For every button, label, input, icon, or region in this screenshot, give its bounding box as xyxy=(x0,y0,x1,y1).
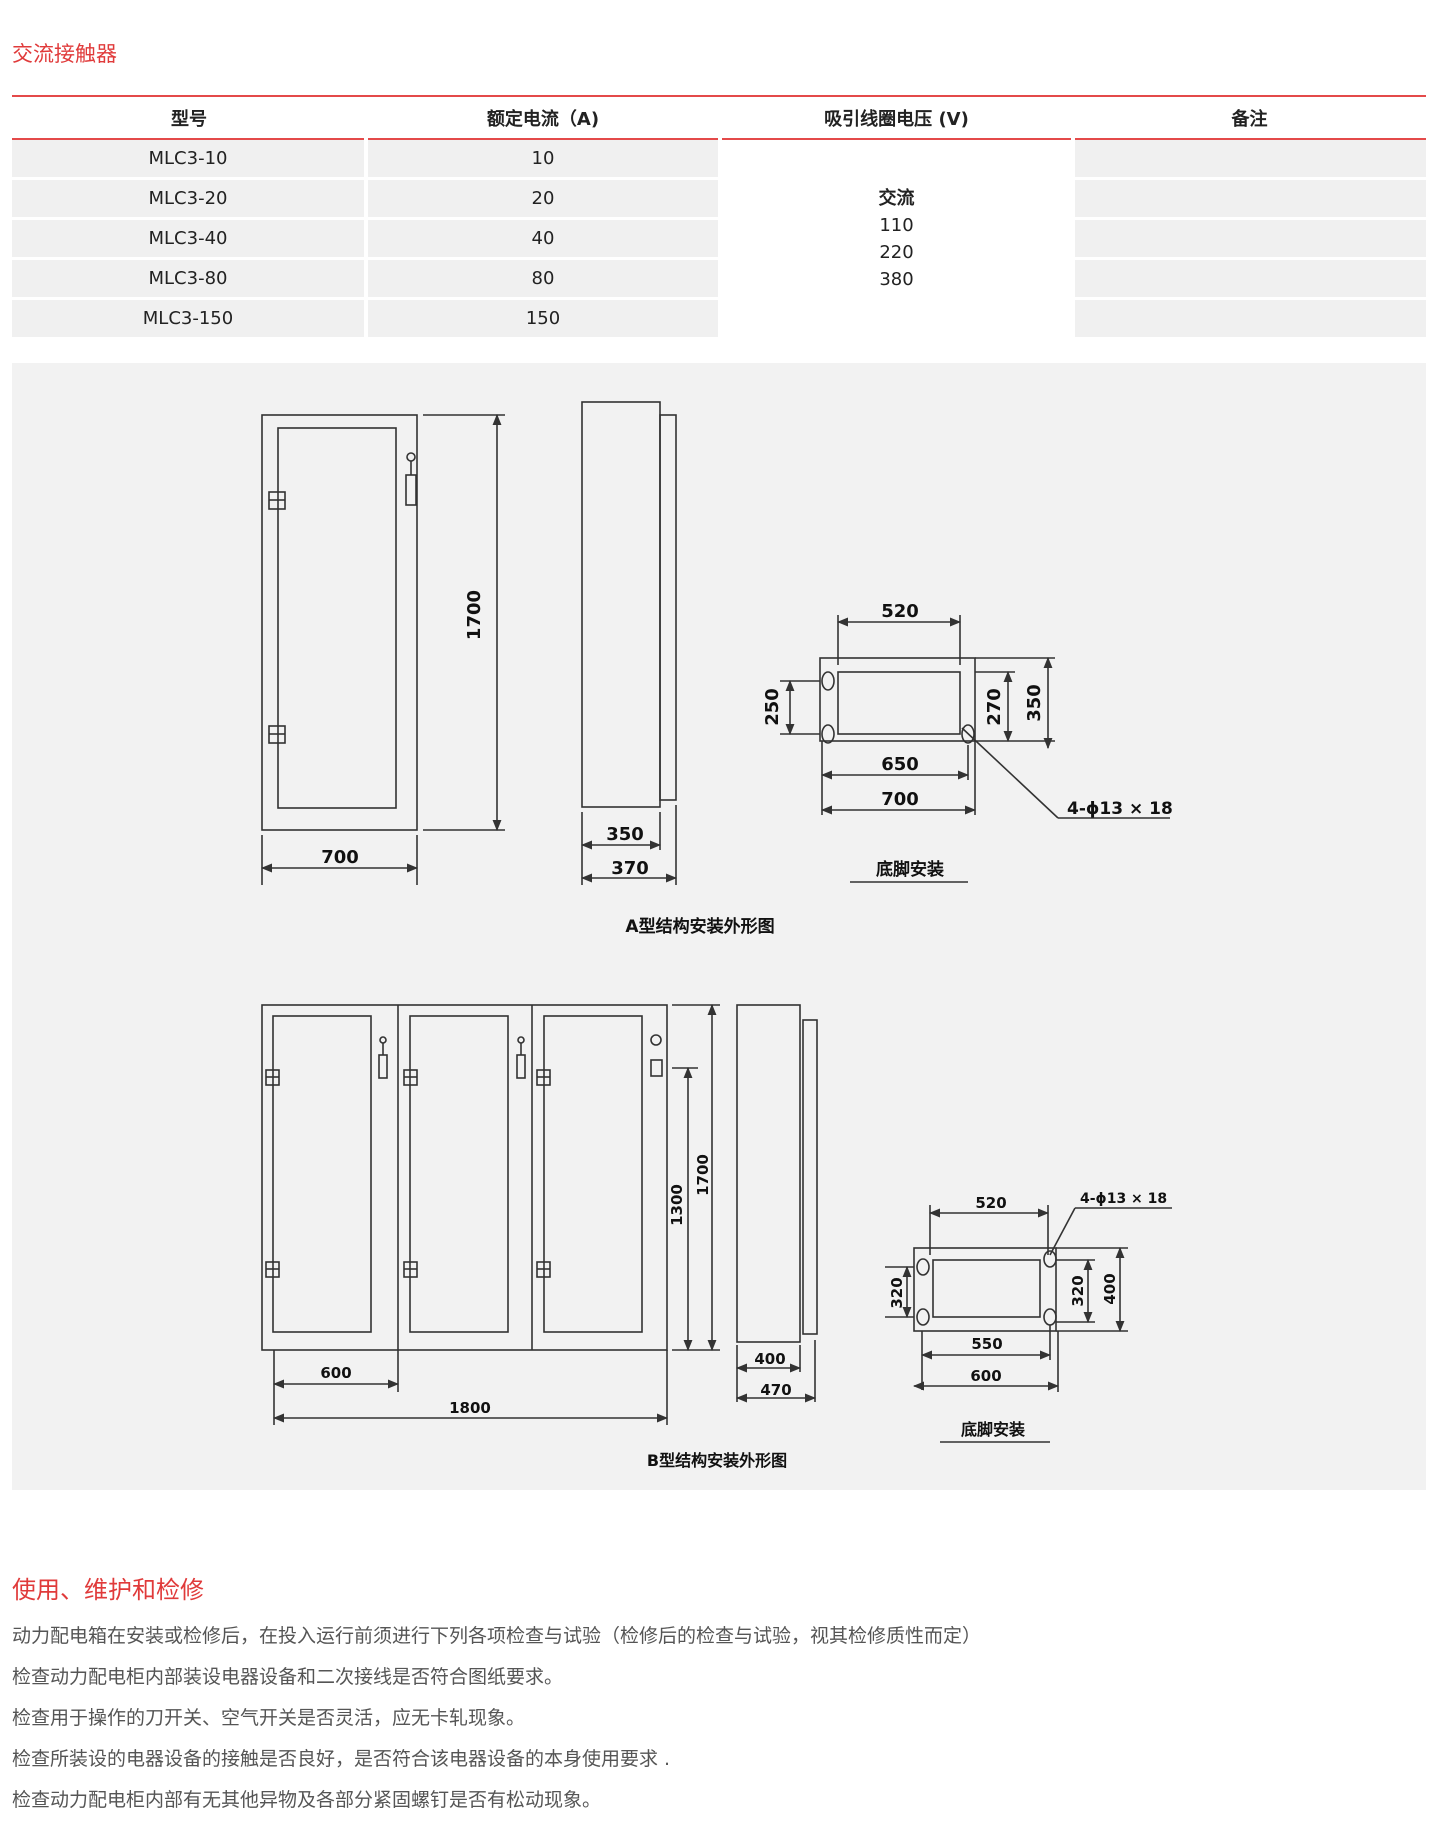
cell-current: 150 xyxy=(364,298,720,340)
drawing-a-dim-height xyxy=(423,413,505,832)
cell-model: MLC3-10 xyxy=(12,139,366,180)
paragraph: 检查所装设的电器设备的接触是否良好，是否符合该电器设备的本身使用要求 . xyxy=(12,1748,671,1770)
table-header-row: 型号 额定电流（A) 吸引线圈电压 (V) 备注 xyxy=(12,98,1426,138)
drawing-b-side-view xyxy=(735,1004,818,1403)
dim-b-base-top: 520 xyxy=(975,1194,1006,1212)
table-row: MLC3-150 150 xyxy=(12,298,1426,340)
cell-model: MLC3-20 xyxy=(12,178,366,220)
dim-b-base-inner-w: 550 xyxy=(971,1335,1002,1353)
cell-current: 10 xyxy=(364,139,720,180)
drawing-a-base-plan xyxy=(780,615,1170,883)
cell-model: MLC3-80 xyxy=(12,258,366,300)
table-row: MLC3-80 80 xyxy=(12,258,1426,300)
cell-current: 40 xyxy=(364,218,720,260)
dim-b-base-left: 320 xyxy=(888,1277,906,1308)
cell-remark xyxy=(1071,218,1426,260)
drawing-b-caption: B型结构安装外形图 xyxy=(647,1451,787,1470)
table-row: MLC3-10 10 交流 110 220 380 xyxy=(12,139,1426,340)
drawing-a-dim-width xyxy=(260,835,419,885)
voltage-value: 220 xyxy=(879,241,914,263)
dim-b-base-inner-h: 320 xyxy=(1069,1275,1087,1306)
dim-b-door-width: 600 xyxy=(320,1364,351,1382)
dim-a-depth-outer: 370 xyxy=(611,858,649,879)
spec-table: 型号 额定电流（A) 吸引线圈电压 (V) 备注 MLC3-10 10 交流 1… xyxy=(12,98,1426,340)
dim-a-depth-inner: 350 xyxy=(606,824,644,845)
cell-current: 80 xyxy=(364,258,720,300)
table-row: MLC3-40 40 xyxy=(12,218,1426,260)
header-voltage: 吸引线圈电压 (V) xyxy=(720,98,1073,138)
dim-b-height: 1700 xyxy=(694,1154,712,1196)
drawing-a-base-label: 底脚安装 xyxy=(876,859,944,880)
technical-drawings: 1700 700 350 370 520 250 270 35 xyxy=(260,401,1173,1470)
cell-model: MLC3-40 xyxy=(12,218,366,260)
paragraph: 检查用于操作的刀开关、空气开关是否灵活，应无卡轧现象。 xyxy=(12,1707,526,1729)
cell-remark xyxy=(1071,298,1426,340)
cell-remark xyxy=(1071,258,1426,300)
dim-b-total-width: 1800 xyxy=(449,1399,491,1417)
drawing-a-side-view xyxy=(580,401,678,885)
voltage-value: 110 xyxy=(879,214,914,236)
drawing-b-base-label: 底脚安装 xyxy=(961,1420,1025,1439)
drawing-a-caption: A型结构安装外形图 xyxy=(625,916,774,937)
drawing-b-front-view xyxy=(261,1004,668,1351)
dim-b-depth-inner: 400 xyxy=(754,1350,785,1368)
dim-b-base-outer-w: 600 xyxy=(970,1367,1001,1385)
drawing-b-base-plan xyxy=(885,1205,1172,1443)
drawing-b-dim-widths xyxy=(272,1350,669,1425)
dim-b-base-outer-h: 400 xyxy=(1101,1273,1119,1304)
dim-a-base-outer-h: 350 xyxy=(1024,684,1045,722)
table-row: MLC3-20 20 xyxy=(12,178,1426,220)
paragraph: 检查动力配电柜内部装设电器设备和二次接线是否符合图纸要求。 xyxy=(12,1666,564,1688)
dim-a-base-top: 520 xyxy=(881,601,919,622)
dim-a-hole-spec: 4-ϕ13 × 18 xyxy=(1067,799,1173,819)
title-divider xyxy=(12,95,1426,97)
paragraph: 动力配电箱在安装或检修后，在投入运行前须进行下列各项检查与试验（检修后的检查与试… xyxy=(12,1625,982,1647)
voltage-value: 380 xyxy=(879,268,914,290)
drawing-b-dim-heights xyxy=(672,1003,720,1352)
cell-voltage: 交流 110 220 380 xyxy=(718,139,1073,340)
dim-a-height: 1700 xyxy=(464,590,485,640)
paragraph: 检查动力配电柜内部有无其他异物及各部分紧固螺钉是否有松动现象。 xyxy=(12,1789,602,1811)
drawing-a-front-view xyxy=(261,414,418,831)
cell-current: 20 xyxy=(364,178,720,220)
dim-a-base-inner-w: 650 xyxy=(881,754,919,775)
dim-a-width: 700 xyxy=(321,847,359,868)
dim-b-inner-height: 1300 xyxy=(668,1184,686,1226)
header-current: 额定电流（A) xyxy=(366,98,720,138)
dim-a-base-inner-h: 270 xyxy=(984,688,1005,726)
header-model: 型号 xyxy=(12,98,366,138)
cell-model: MLC3-150 xyxy=(12,298,366,340)
dim-a-base-outer-w: 700 xyxy=(881,789,919,810)
dim-a-base-left: 250 xyxy=(762,688,783,726)
section-title-contactor: 交流接触器 xyxy=(12,42,117,66)
cell-remark xyxy=(1071,178,1426,220)
header-remark: 备注 xyxy=(1073,98,1426,138)
cell-remark xyxy=(1071,139,1426,180)
section-title-maintenance: 使用、维护和检修 xyxy=(12,1576,204,1604)
dim-b-hole-spec: 4-ϕ13 × 18 xyxy=(1080,1191,1167,1207)
voltage-label: 交流 xyxy=(878,187,915,209)
dim-b-depth-outer: 470 xyxy=(760,1381,791,1399)
drawing-panel xyxy=(12,363,1426,1490)
